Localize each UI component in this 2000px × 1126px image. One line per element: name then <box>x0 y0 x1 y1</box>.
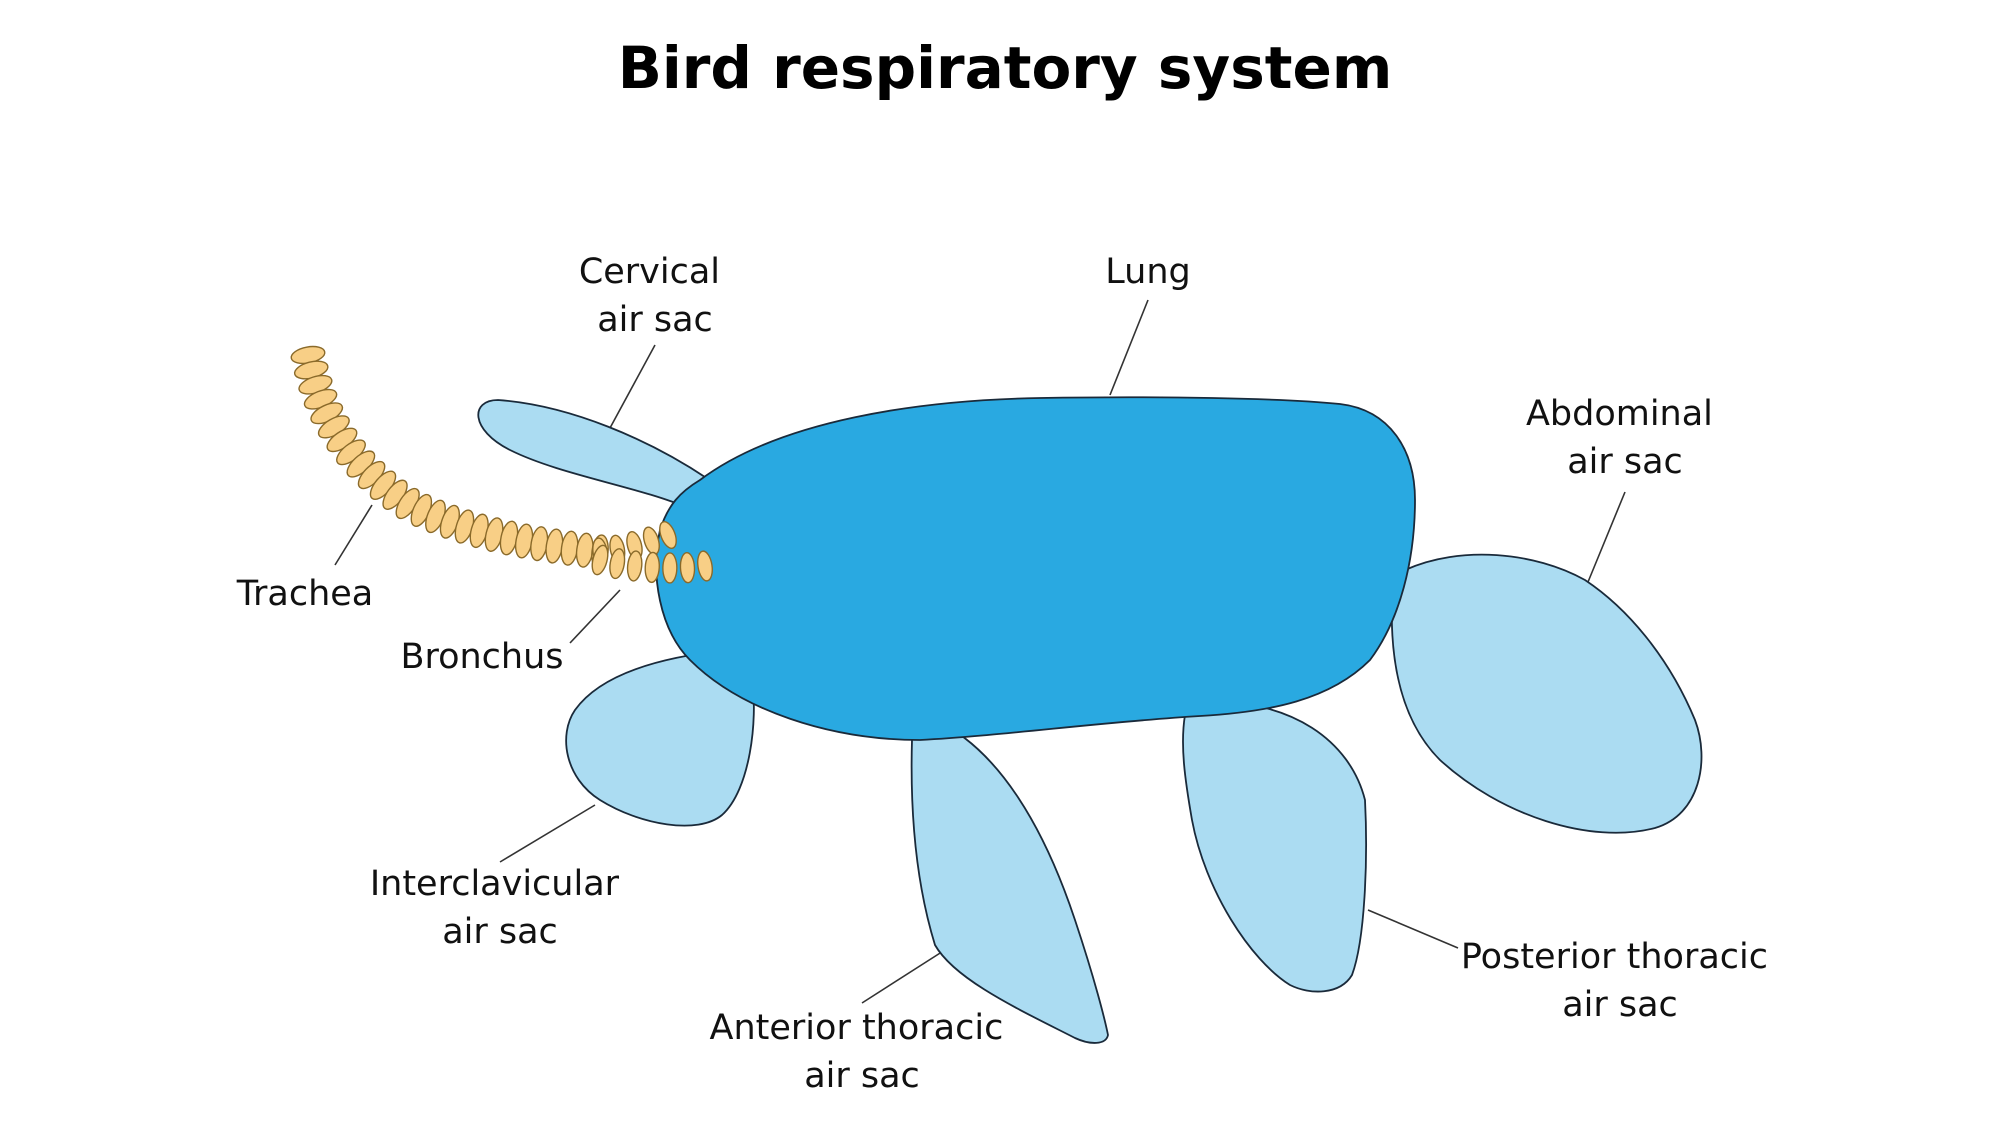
leader-posterior-thoracic <box>1367 909 1459 949</box>
diagram-title: Bird respiratory system <box>618 34 1393 102</box>
trachea-ring <box>642 526 660 555</box>
trachea-ring <box>609 548 626 580</box>
bronchus-lower <box>591 544 713 584</box>
trachea-ring <box>644 551 660 584</box>
cervical-air-sac <box>477 399 733 524</box>
leader-cervical <box>609 344 656 429</box>
label-anterior-thoracic-air-sac: Anterior thoracic air sac <box>710 1008 1015 1096</box>
lung <box>655 396 1416 741</box>
label-cervical-air-sac: Cervical air sac <box>579 252 731 340</box>
interclavicular-air-sac <box>565 649 755 827</box>
leader-anterior-thoracic <box>861 947 949 1004</box>
label-lung: Lung <box>1105 252 1190 292</box>
leader-abdominal <box>1587 491 1626 583</box>
trachea <box>290 345 609 570</box>
trachea-group <box>290 345 713 584</box>
trachea-ring <box>679 551 696 584</box>
leader-trachea <box>334 504 373 566</box>
leader-lung <box>1109 299 1149 396</box>
leader-lines <box>334 299 1626 1004</box>
label-bronchus: Bronchus <box>400 637 563 677</box>
label-interclavicular-air-sac: Interclavicular air sac <box>370 864 630 952</box>
trachea-ring <box>591 544 609 576</box>
leader-bronchus <box>569 589 621 644</box>
air-sacs <box>477 399 1703 1044</box>
label-abdominal-air-sac: Abdominal air sac <box>1526 394 1724 482</box>
leader-interclavicular <box>499 804 596 863</box>
trachea-ring <box>659 520 677 550</box>
label-trachea: Trachea <box>236 574 373 614</box>
trachea-ring <box>662 552 678 584</box>
trachea-ring <box>626 550 643 582</box>
abdominal-air-sac <box>1344 553 1703 834</box>
labels: Cervical air sac Lung Abdominal air sac … <box>236 252 1779 1096</box>
label-posterior-thoracic-air-sac: Posterior thoracic air sac <box>1461 937 1779 1025</box>
trachea-ring <box>697 550 713 582</box>
